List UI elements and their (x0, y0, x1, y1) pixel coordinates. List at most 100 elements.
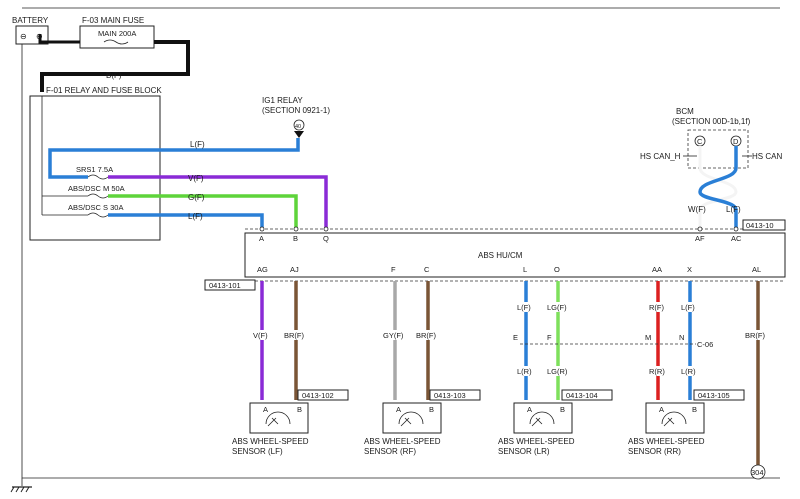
svg-text:A: A (263, 405, 268, 414)
abs-module-label: ABS HU/CM (478, 251, 523, 260)
fuse-abs-dsc-m-label: ABS/DSC M 50A (68, 184, 125, 193)
ground-icon (10, 478, 32, 493)
sensor-rf-icon (398, 411, 424, 427)
wire-battery-to-fuse (38, 34, 80, 44)
junction-c06-id: C-06 (697, 340, 713, 349)
bottom-connector-id: 0413-101 (209, 281, 241, 290)
ig1-relay: IG1 RELAY (SECTION 0921-1) 40 (262, 96, 330, 138)
bcm: BCM (SECTION 00D-1b,1f) C D HS CAN_H HS … (640, 107, 782, 169)
svg-text:A: A (659, 405, 664, 414)
bcm-title: BCM (676, 107, 694, 116)
ig1-relay-section: (SECTION 0921-1) (262, 106, 330, 115)
sensor-lr-name: ABS WHEEL-SPEED (498, 437, 575, 446)
pin-aa: AA (652, 265, 662, 274)
svg-text:L(F): L(F) (681, 303, 695, 312)
fuse-abs-dsc-s-label: ABS/DSC S 30A (68, 203, 123, 212)
relay-fuse-block-label: F-01 RELAY AND FUSE BLOCK (46, 86, 162, 95)
wire-gf-label: G(F) (188, 193, 205, 202)
svg-text:B: B (297, 405, 302, 414)
wire-can-l (698, 146, 738, 228)
sensor-rr-connector: 0413-105 (698, 391, 730, 400)
wire-lf-label: L(F) (188, 212, 203, 221)
sensor-lf-position: SENSOR (LF) (232, 447, 283, 456)
pin-o: O (554, 265, 560, 274)
fuse-abs-dsc-m: ABS/DSC M 50A (42, 184, 125, 199)
wire-lf (108, 213, 264, 228)
sensor-lr-connector: 0413-104 (566, 391, 598, 400)
ig1-relay-arrow (294, 131, 304, 138)
sensor-lf-connector: 0413-102 (302, 391, 334, 400)
svg-text:B: B (692, 405, 697, 414)
battery-label: BATTERY (12, 16, 49, 25)
sensor-rr-body (645, 402, 705, 434)
svg-text:LG(F): LG(F) (547, 303, 567, 312)
wire-gf (108, 194, 298, 228)
svg-text:A: A (527, 405, 532, 414)
wire-vf-label: V(F) (188, 174, 204, 183)
sensor-rf: 0413-103 A B ABS WHEEL-SPEED SENSOR (RF) (364, 389, 481, 456)
junction-c06: E F M N C-06 (513, 333, 713, 349)
pin-ag: AG (257, 265, 268, 274)
svg-text:N: N (679, 333, 684, 342)
sensor-rf-name: ABS WHEEL-SPEED (364, 437, 441, 446)
top-connector-id: 0413-10 (746, 221, 774, 230)
svg-text:L(F): L(F) (517, 303, 531, 312)
svg-text:R(F): R(F) (649, 303, 664, 312)
pin-q: Q (323, 234, 329, 243)
svg-text:M: M (645, 333, 651, 342)
pin-ac: AC (731, 234, 742, 243)
svg-text:40: 40 (295, 124, 301, 130)
ground-304-circle (750, 464, 766, 480)
svg-text:LG(R): LG(R) (547, 367, 568, 376)
fuse-srs1-label: SRS1 7.5A (76, 165, 113, 174)
ig1-relay-title: IG1 RELAY (262, 96, 303, 105)
svg-text:F: F (547, 333, 552, 342)
sensor-rf-connector: 0413-103 (434, 391, 466, 400)
main-fuse: F-03 MAIN FUSE MAIN 200A (79, 16, 155, 49)
svg-text:V(F): V(F) (253, 331, 268, 340)
pin-l: L (523, 265, 527, 274)
ground-304-id: 304 (751, 468, 764, 477)
svg-text:L(R): L(R) (517, 367, 532, 376)
main-fuse-symbol (103, 39, 129, 45)
main-fuse-body (79, 25, 155, 49)
bcm-wire-w-label: W(F) (688, 205, 706, 214)
sensor-lr-position: SENSOR (LR) (498, 447, 550, 456)
sensor-lr-icon (529, 411, 555, 427)
wire-ig1-lf (48, 138, 300, 179)
svg-text:A: A (396, 405, 401, 414)
main-fuse-id: F-03 MAIN FUSE (82, 16, 144, 25)
sensor-lf-name: ABS WHEEL-SPEED (232, 437, 309, 446)
sensor-rr-name: ABS WHEEL-SPEED (628, 437, 705, 446)
fuse-srs1: SRS1 7.5A (76, 165, 113, 180)
wire-vf (108, 175, 328, 228)
svg-text:L(R): L(R) (681, 367, 696, 376)
svg-text:B: B (429, 405, 434, 414)
wire-al-label: BR(F) (745, 331, 765, 340)
sensor-rf-position: SENSOR (RF) (364, 447, 416, 456)
sensor-lf: 0413-102 A B ABS WHEEL-SPEED SENSOR (LF) (232, 389, 349, 456)
bcm-can-h-label: HS CAN_H (640, 152, 681, 161)
svg-text:B: B (560, 405, 565, 414)
wire-bf (40, 40, 190, 92)
svg-text:E: E (513, 333, 518, 342)
bcm-section: (SECTION 00D-1b,1f) (672, 117, 751, 126)
svg-text:D: D (733, 137, 739, 146)
main-fuse-label: MAIN 200A (98, 29, 136, 38)
sensor-rf-body (382, 402, 442, 434)
pin-f: F (391, 265, 396, 274)
abs-module-body (244, 232, 786, 278)
wire-bf-label: B(F) (106, 71, 122, 80)
pin-al: AL (752, 265, 761, 274)
bcm-can-l-label: HS CAN (752, 152, 782, 161)
pin-aj: AJ (290, 265, 299, 274)
bcm-wire-l-label: L(F) (726, 205, 741, 214)
sensor-lr: 0413-104 A B ABS WHEEL-SPEED SENSOR (LR) (498, 389, 613, 456)
pin-af: AF (695, 234, 705, 243)
sensor-rr: 0413-105 A B ABS WHEEL-SPEED SENSOR (RR) (628, 389, 745, 456)
svg-text:C: C (697, 137, 703, 146)
pin-x: X (687, 265, 692, 274)
sensor-lf-icon (265, 411, 291, 427)
sensor-lf-body (249, 402, 309, 434)
